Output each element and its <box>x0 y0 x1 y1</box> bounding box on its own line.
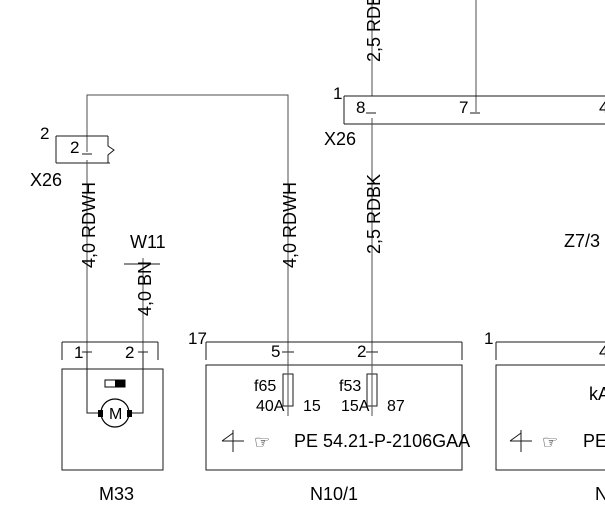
m33-lead-1 <box>86 352 101 414</box>
label-x26-left: X26 <box>30 170 62 190</box>
motor-icon <box>98 398 132 428</box>
pin-x26-top-8: 8 <box>356 98 365 117</box>
pin-n10-2: 2 <box>357 342 366 361</box>
label-z7: Z7/3 <box>564 231 600 251</box>
pointing-hand-icon[interactable]: ☞ <box>254 432 270 452</box>
pin-x26-left-outer: 2 <box>40 124 49 143</box>
pin-x26-top-7: 7 <box>459 98 468 117</box>
connector-right-unit <box>495 341 605 360</box>
wire-label-x26-rdwh: 4,0 RDWH <box>79 182 99 268</box>
pin-x26-top-outer: 1 <box>333 84 342 103</box>
pin-right-unit-4: 4 <box>599 342 605 361</box>
svg-text:☞: ☞ <box>254 432 270 452</box>
n10-housing <box>205 364 463 471</box>
connector-m33 <box>61 341 159 360</box>
connector-x26-left <box>55 135 115 164</box>
right-unit-housing <box>495 364 605 471</box>
reference-link-right-unit[interactable]: PE <box>583 431 605 451</box>
pin-m33-1: 1 <box>74 343 83 362</box>
pin-x26-top-4: 4 <box>599 98 605 117</box>
fuse-f53-number: 87 <box>387 398 405 415</box>
pin-n10-5: 5 <box>271 342 280 361</box>
thermal-switch-icon <box>104 379 126 388</box>
connector-x26-top <box>343 95 605 125</box>
pin-n10-block: 17 <box>188 329 207 348</box>
svg-text:☞: ☞ <box>542 432 558 452</box>
fuse-f53-rating: 15A <box>341 398 370 415</box>
fuse-f65-icon <box>282 352 294 416</box>
reference-link-n10[interactable]: PE 54.21-P-2106GAA <box>294 431 470 451</box>
ground-symbol-icon-right <box>509 430 532 452</box>
wire-label-w11-bn: 4,0 BN <box>135 261 155 316</box>
fuse-f65-name: f65 <box>254 378 276 395</box>
fuse-f53-icon <box>366 352 378 416</box>
pin-right-unit-1: 1 <box>484 329 493 348</box>
wire-label-top-rdbk: 2,5 RDBK <box>364 0 384 62</box>
fuse-f65-rating: 40A <box>256 398 285 415</box>
wire-label-mid-rdbk: 2,5 RDBK <box>364 174 384 254</box>
connector-n10 <box>205 341 463 360</box>
pointing-hand-icon-right[interactable]: ☞ <box>542 432 558 452</box>
m33-housing <box>61 368 164 471</box>
label-n10: N10/1 <box>310 484 358 504</box>
ground-symbol-icon <box>221 430 244 452</box>
wire-f65-rdwh <box>86 94 289 352</box>
fuse-f65-number: 15 <box>303 398 321 415</box>
right-unit-text: kA <box>589 384 605 404</box>
motor-symbol-label: M <box>109 406 122 423</box>
wire-label-f65-rdwh: 4,0 RDWH <box>280 182 300 268</box>
pin-x26-left-inner: 2 <box>70 138 79 157</box>
label-right-unit: N <box>595 484 605 504</box>
pin-m33-2: 2 <box>125 343 134 362</box>
label-x26-top: X26 <box>324 129 356 149</box>
fuse-f53-name: f53 <box>339 378 361 395</box>
label-w11: W11 <box>130 232 166 252</box>
label-m33: M33 <box>99 484 134 504</box>
m33-lead-2 <box>128 352 144 414</box>
